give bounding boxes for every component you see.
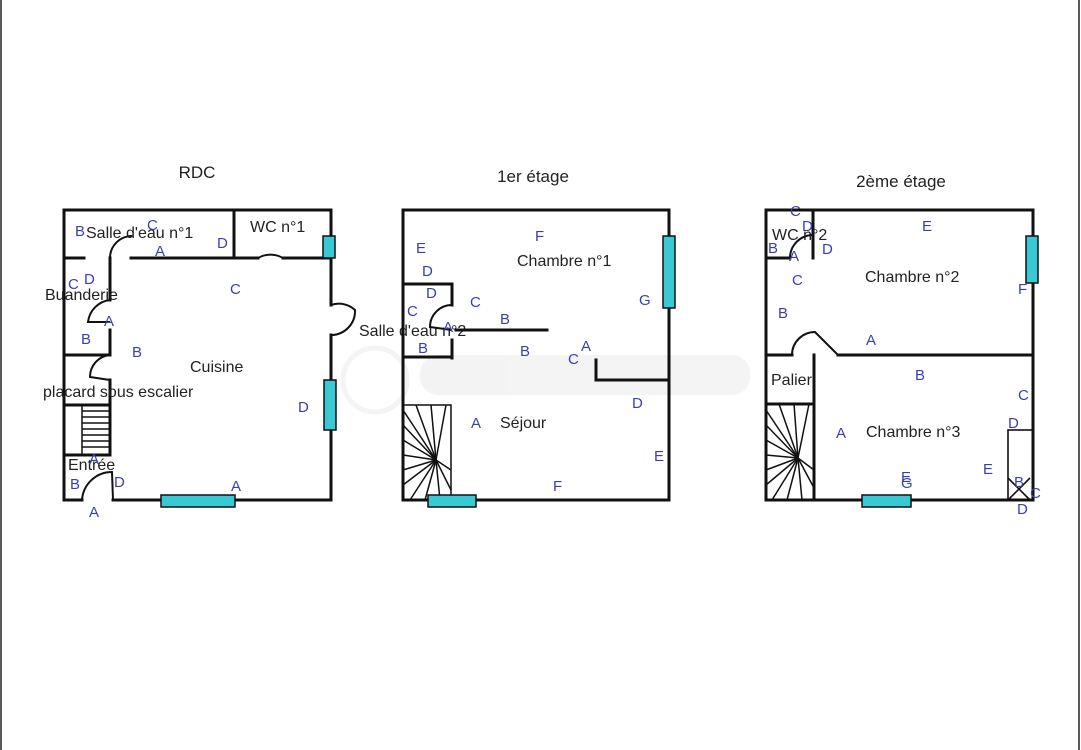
room-label: Palier [771,372,813,389]
wall-label: A [443,319,453,336]
floor-rdc: RDC [43,163,466,521]
room-label: Cuisine [190,359,243,376]
wall-label: B [418,340,428,357]
wall-label: D [632,395,643,412]
wall-label: C [470,294,481,311]
wall-label: C [792,272,803,289]
wall-label: A [836,425,846,442]
floor-title-etage1: 1er étage [497,167,569,186]
wall-label: A [89,504,99,521]
wall-label: D [822,241,833,258]
etage2-window-bottom [861,494,912,508]
room-label: WC n°2 [772,227,827,244]
wall-label: C [407,303,418,320]
room-label: WC n°1 [250,219,305,236]
rdc-door-wc [257,253,284,259]
wall-label: A [866,332,876,349]
wall-label: F [1018,281,1027,298]
wall-label: A [89,451,99,468]
wall-label: B [520,343,530,360]
wall-label: A [789,248,799,265]
room-label: Chambre n°3 [866,424,961,441]
room-label: Entrée [68,457,115,474]
wall-label: C [568,351,579,368]
etage1-outer-walls [401,208,671,502]
rdc-wall-top-right [62,208,333,307]
etage2-door-palier [791,330,839,356]
etage1-window-bottom [427,494,477,508]
room-label: Salle d'eau n°2 [359,323,466,340]
etage1-wall-partition-2 [594,358,671,382]
wall-label: G [901,475,913,492]
wall-label: D [217,235,228,252]
floor-title-etage2: 2ème étage [856,172,946,191]
floor-etage2: 2ème étage WC n°2 C [764,172,1041,518]
wall-label: F [535,228,544,245]
rdc-door-placard [88,354,111,381]
wall-label: G [639,292,651,309]
wall-label: A [231,478,241,495]
wall-label: D [422,263,433,280]
rdc-window-right [323,379,337,431]
rdc-window-bottom [160,494,236,508]
etage2-chimney-box [1007,429,1034,501]
room-label: Chambre n°1 [517,253,612,270]
wall-label: C [147,217,158,234]
rdc-door-salle-eau [109,235,133,259]
wall-label: D [802,218,813,235]
room-label: Séjour [500,415,547,432]
wall-label: D [1008,415,1019,432]
wall-label: E [416,240,426,257]
wall-label: A [104,313,114,330]
wall-label: B [915,367,925,384]
room-label: Buanderie [45,287,118,304]
wall-label: C [1030,485,1041,502]
rdc-door-entree [81,470,114,501]
wall-label: E [654,448,664,465]
room-label: Salle d'eau n°1 [86,225,193,242]
wall-label: C [68,276,79,293]
wall-label: C [230,281,241,298]
etage2-door-wc [789,233,814,259]
wall-label: B [1014,474,1024,491]
wall-label: B [778,305,788,322]
wall-label: A [471,415,481,432]
wall-label: D [114,474,125,491]
rdc-window-wc [322,235,336,259]
wall-label: E [901,469,911,486]
wall-label: F [553,478,562,495]
etage2-chimney-cross-b [1007,477,1031,501]
etage2-window-right [1025,235,1039,284]
etage1-window-right [662,235,676,309]
wall-label: A [581,338,591,355]
etage1-stairs [402,404,452,501]
wall-label: B [132,344,142,361]
wall-label: D [298,399,309,416]
rdc-wall-bottom-right [233,333,333,502]
wall-label: B [81,331,91,348]
floor-etage1: 1er étage Chambre n°1 Séjour E [401,167,676,508]
etage1-door-bath [428,304,453,331]
wall-label: D [1017,501,1028,518]
rdc-door-buanderie [86,299,111,323]
wall-label: A [155,243,165,260]
room-label: placard sous escalier [43,384,194,401]
wall-label: B [768,240,778,257]
rdc-door-salle-eau-2 [330,302,357,337]
wall-label: E [983,461,993,478]
room-label: Chambre n°2 [865,269,960,286]
wall-label: B [75,223,85,240]
wall-label: D [426,285,437,302]
wall-label: E [922,218,932,235]
wall-label: C [790,203,801,220]
etage2-stairs [765,403,815,501]
floor-title-rdc: RDC [179,163,216,182]
wall-label: B [500,311,510,328]
wall-label: B [70,476,80,493]
rdc-stairs [81,404,111,456]
wall-label: C [1018,387,1029,404]
wall-label: D [84,271,95,288]
